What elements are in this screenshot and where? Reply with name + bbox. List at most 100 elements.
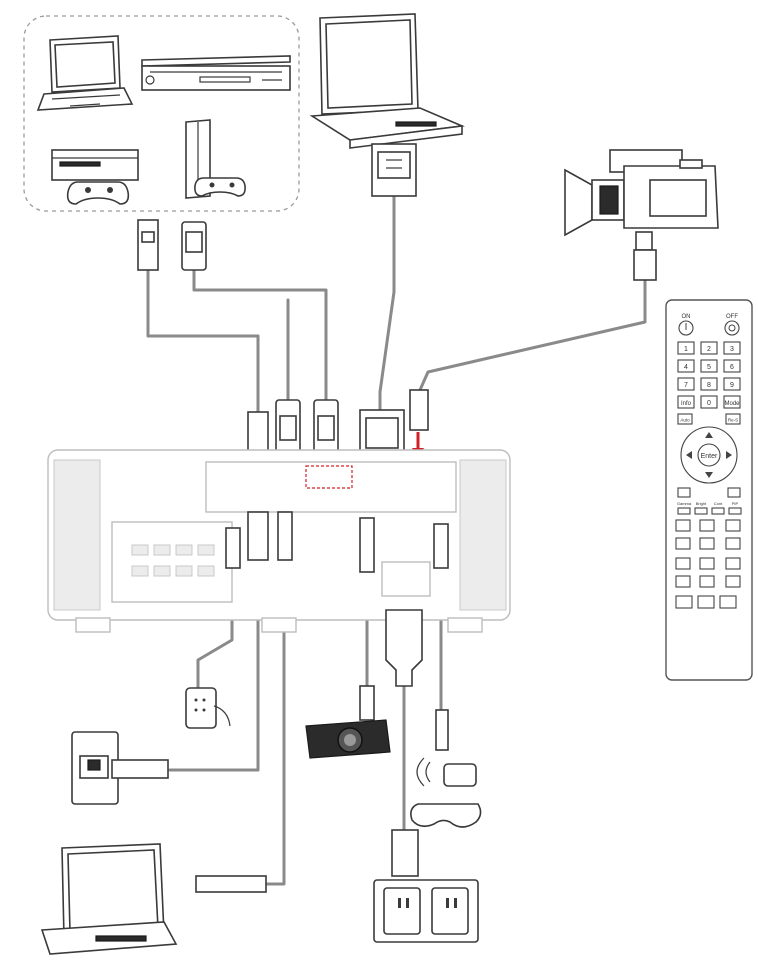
enter-button[interactable] [697, 443, 721, 467]
row-label: PIP [732, 501, 739, 506]
usb-cable-end [195, 875, 267, 893]
vent-left [53, 459, 101, 611]
function-button[interactable] [675, 537, 691, 550]
key-button[interactable] [723, 395, 741, 409]
key-label: 5 [707, 364, 711, 371]
trigger-plug-icon [359, 517, 375, 573]
function-button[interactable] [699, 519, 715, 532]
bright-button[interactable] [694, 507, 708, 515]
picture-function-row: Gamma Bright Cont PIP [677, 501, 742, 515]
game-console-icon [51, 149, 139, 205]
mini-jack-plug-icon [359, 685, 375, 721]
auto-button[interactable] [677, 413, 693, 425]
power-plug-icon [385, 609, 423, 687]
function-button[interactable] [725, 537, 741, 550]
key-label: Mode [724, 401, 740, 407]
power-off-button[interactable] [724, 320, 740, 336]
dvi-plug-icon [137, 219, 159, 271]
left-arrow-icon [686, 451, 692, 459]
lower-connectors [225, 511, 449, 751]
function-button[interactable] [675, 575, 691, 588]
row-label: Cont [714, 501, 723, 506]
key-label: 3 [730, 346, 734, 353]
key-label: 6 [730, 364, 734, 371]
key-button[interactable] [677, 341, 695, 355]
key-label: 0 [707, 400, 711, 407]
key-button[interactable] [677, 359, 695, 373]
bnc-plug-icon [633, 249, 657, 281]
rj45-plug-icon [247, 511, 269, 561]
function-button[interactable] [675, 595, 693, 609]
resync-button[interactable] [725, 413, 741, 425]
key-button[interactable] [700, 377, 718, 391]
lower-function-buttons [675, 519, 741, 609]
3d-emitter-and-glasses-icon [410, 757, 482, 828]
right-arrow-icon [726, 451, 732, 459]
key-label: 7 [684, 382, 688, 389]
audio-jack-plug-icon [225, 527, 241, 569]
rj45-cable-plug-icon [111, 759, 169, 779]
key-button[interactable] [677, 377, 695, 391]
function-button[interactable] [725, 519, 741, 532]
function-button[interactable] [699, 557, 715, 570]
3d-sync-plug-icon [433, 523, 449, 569]
key-button[interactable] [723, 377, 741, 391]
power-off-label: OFF [726, 314, 738, 320]
key-button[interactable] [723, 359, 741, 373]
key-button[interactable] [700, 359, 718, 373]
key-button[interactable] [700, 395, 718, 409]
media-player-icon [141, 55, 291, 91]
menu-button[interactable] [677, 487, 691, 498]
pip-button[interactable] [728, 507, 742, 515]
exit-button[interactable] [727, 487, 741, 498]
power-inlet-icon [381, 561, 431, 597]
second-projector-icon [305, 719, 391, 759]
power-outlet-icon [373, 829, 479, 943]
function-button[interactable] [725, 557, 741, 570]
key-label: Info [681, 401, 692, 407]
navigation-pad: Enter [680, 426, 738, 484]
laptop-usb-icon [40, 843, 178, 955]
cables [146, 194, 647, 886]
usb-connector-icon [195, 875, 267, 893]
laptop-vga-source-icon [309, 13, 466, 149]
function-button[interactable] [697, 595, 715, 609]
row-label: Bright [696, 501, 707, 506]
enter-label: Enter [701, 453, 718, 460]
function-button[interactable] [719, 595, 737, 609]
contrast-button[interactable] [711, 507, 725, 515]
usb-plug-icon [277, 511, 293, 561]
up-arrow-icon [705, 432, 713, 438]
game-console-tall-icon [185, 119, 246, 199]
vent-right [459, 459, 507, 611]
remote-control: ON OFF 1 2 3 4 5 6 7 8 9 [665, 299, 753, 681]
projector-keypad [131, 544, 215, 577]
laptop-icon [36, 35, 134, 111]
power-on-label: ON [682, 314, 691, 320]
key-label: 9 [730, 382, 734, 389]
key-label: 1 [684, 346, 688, 353]
function-button[interactable] [675, 557, 691, 570]
row-label: Gamma [677, 501, 692, 506]
function-button[interactable] [699, 575, 715, 588]
hdmi-source-devices-group [23, 15, 300, 212]
outlet-plug-icon [391, 829, 419, 877]
key-label: 8 [707, 382, 711, 389]
function-button[interactable] [699, 537, 715, 550]
lan-wall-jack-icon [71, 731, 169, 805]
camcorder-icon [564, 149, 719, 251]
key-button[interactable] [723, 341, 741, 355]
down-arrow-icon [705, 472, 713, 478]
function-button[interactable] [675, 519, 691, 532]
key-button[interactable] [700, 341, 718, 355]
resync-label: Re-S [728, 418, 738, 423]
wired-remote-hand-icon [185, 687, 231, 729]
key-button[interactable] [677, 395, 695, 409]
gamma-button[interactable] [677, 507, 691, 515]
hdmi-ports-highlight [305, 465, 353, 489]
key-label: 2 [707, 346, 711, 353]
numeric-keypad: 1 2 3 4 5 6 7 8 9 Info 0 Mode [677, 341, 741, 409]
function-button[interactable] [725, 575, 741, 588]
key-label: 4 [684, 364, 688, 371]
